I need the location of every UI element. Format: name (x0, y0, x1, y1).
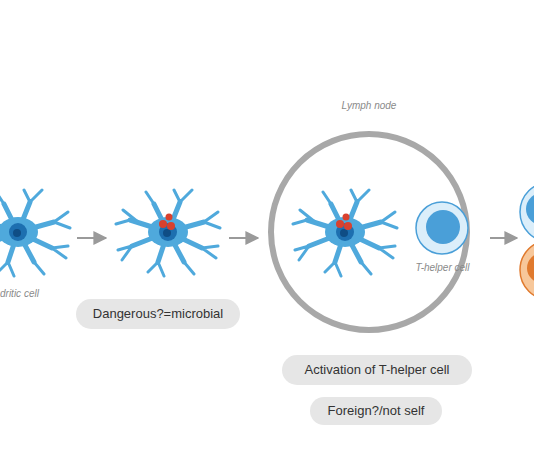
stage-label: Activation of T-helper cell (299, 362, 456, 378)
stage-pill: Dangerous?=microbial (76, 299, 240, 329)
t-helper-cell: T-helper cell (405, 195, 480, 280)
antigen-dots (159, 214, 175, 231)
effector-cell (520, 240, 534, 300)
stage-pill: Activation of T-helper cell (282, 355, 472, 385)
cell-nucleus (527, 253, 534, 283)
stage-label: Dangerous?=microbial (87, 306, 229, 322)
dendritic-cell-label: dritic cell (0, 190, 70, 308)
dendritic-cell (0, 190, 70, 276)
antigen-dots (336, 214, 352, 231)
lymph-node-circle: Lymph nodeT-helper cell (265, 96, 473, 336)
cell-nucleus (526, 193, 534, 225)
stage-pill: Foreign?/not self (310, 397, 442, 425)
flow-arrow (229, 237, 258, 239)
effector-cell (520, 182, 534, 242)
cell-membrane (416, 202, 468, 254)
cell-label: dritic cell (0, 288, 70, 300)
flow-arrow (77, 237, 106, 239)
flow-arrow (490, 237, 517, 239)
cell-label: Lymph node (265, 100, 473, 112)
stage-label: Foreign?/not self (322, 403, 431, 419)
lymph-node-ring (271, 134, 467, 330)
cell-nucleus (426, 210, 460, 244)
dendritic-cell (116, 190, 220, 276)
cell-label: T-helper cell (405, 262, 480, 274)
dendritic-cell (293, 190, 397, 276)
